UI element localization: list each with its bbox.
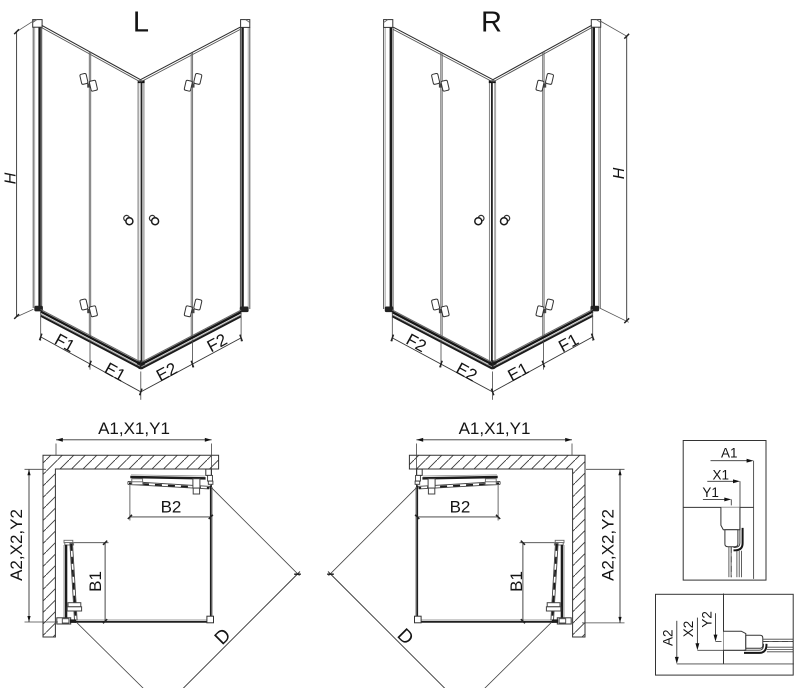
svg-text:A2: A2	[661, 630, 676, 647]
svg-text:A1: A1	[721, 446, 738, 461]
svg-text:A1,X1,Y1: A1,X1,Y1	[459, 419, 531, 438]
svg-text:B1: B1	[507, 571, 526, 592]
svg-text:B2: B2	[161, 497, 182, 516]
svg-text:L: L	[133, 7, 149, 39]
svg-text:H: H	[2, 172, 19, 184]
svg-text:B2: B2	[450, 497, 471, 516]
svg-text:H: H	[611, 167, 628, 179]
svg-text:X2: X2	[681, 621, 696, 638]
svg-text:Y2: Y2	[700, 611, 715, 628]
svg-text:A2,X2,Y2: A2,X2,Y2	[599, 509, 618, 581]
svg-text:R: R	[481, 7, 502, 39]
svg-text:B1: B1	[86, 571, 105, 592]
svg-text:A2,X2,Y2: A2,X2,Y2	[7, 509, 26, 581]
svg-text:X1: X1	[713, 468, 730, 483]
svg-text:Y1: Y1	[702, 485, 719, 500]
svg-text:A1,X1,Y1: A1,X1,Y1	[98, 419, 170, 438]
